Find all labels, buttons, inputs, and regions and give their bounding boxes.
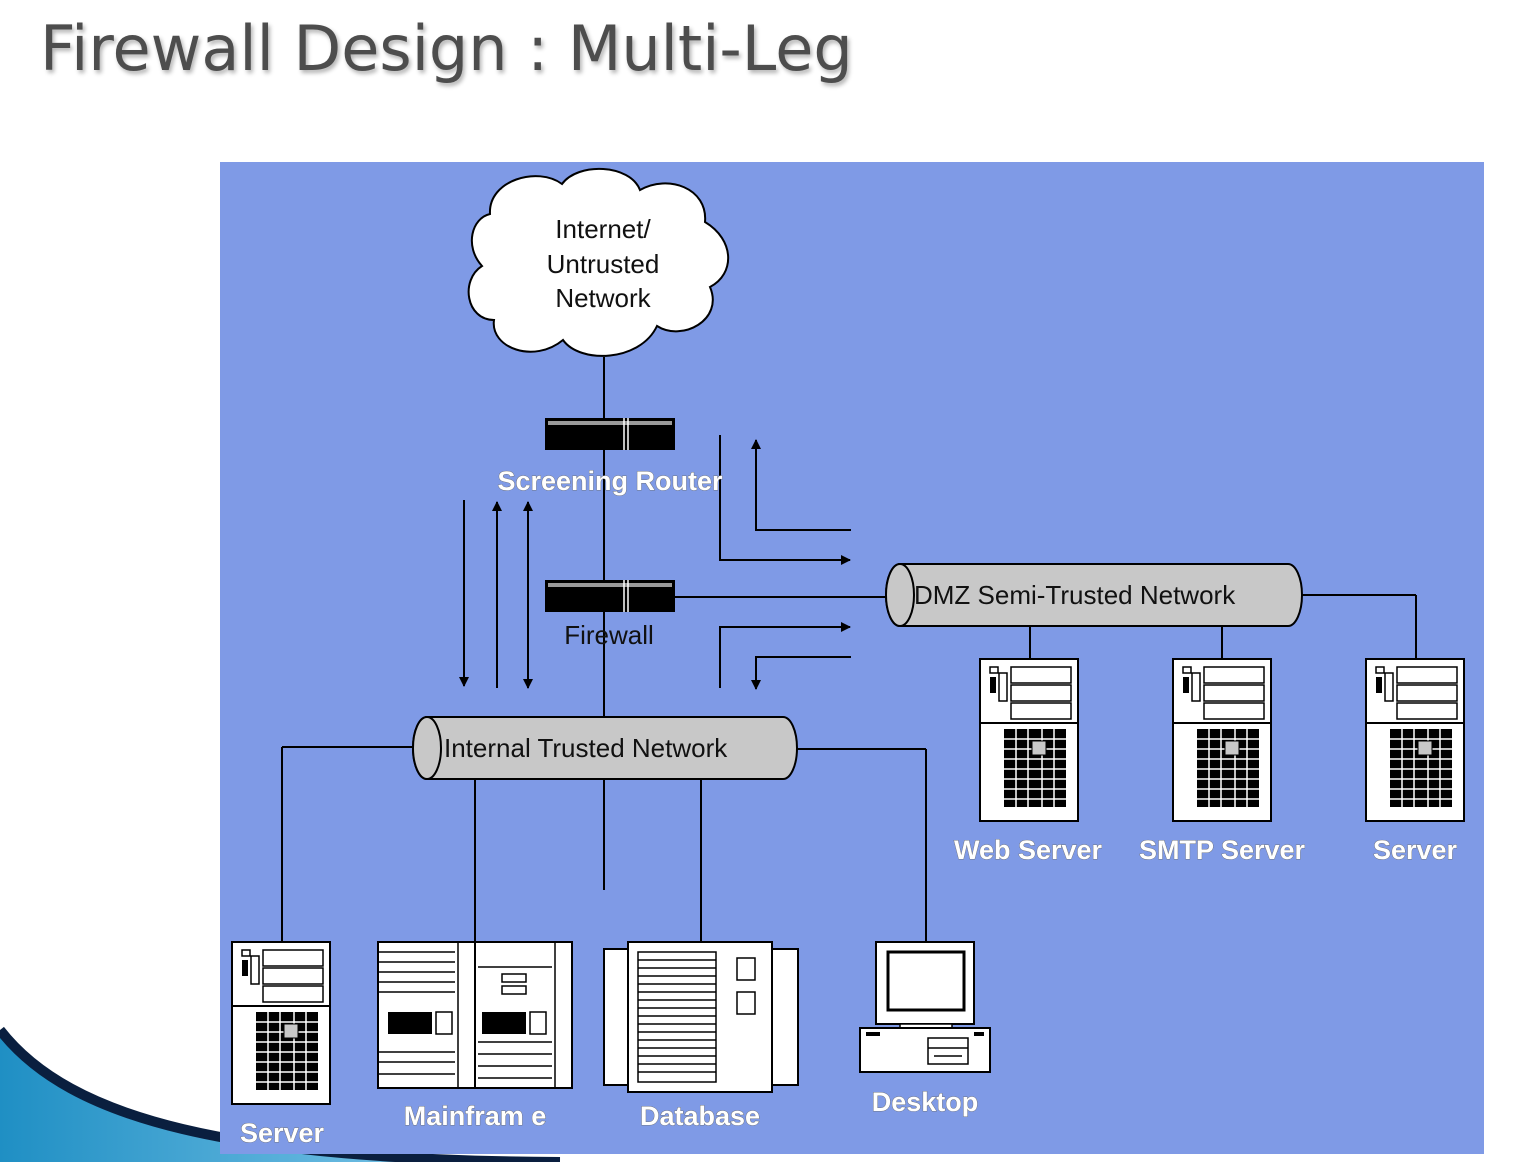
web-server-icon [979, 658, 1079, 822]
database-label: Database [640, 1101, 760, 1131]
firewall-label: Firewall [564, 620, 654, 650]
screening-router-icon [545, 418, 675, 450]
internet-cloud: Internet/ Untrusted Network [467, 167, 730, 357]
connection-lines [281, 357, 1417, 949]
internal-server-label: Server [240, 1118, 325, 1148]
screening-router-label: Screening Router [497, 466, 723, 496]
cloud-label-line-3: Network [555, 283, 651, 313]
smtp-server-icon [1172, 658, 1272, 822]
internal-server-icon [231, 941, 331, 1105]
diagram-canvas: Internet/ Untrusted Network Screening Ro… [231, 167, 1465, 1148]
desktop-label: Desktop [872, 1087, 979, 1117]
dmz-network-label: DMZ Semi-Trusted Network [914, 580, 1236, 610]
desktop-icon [859, 941, 991, 1073]
cloud-label-line-2: Untrusted [547, 249, 660, 279]
web-server-label: Web Server [954, 835, 1103, 865]
database-icon [603, 941, 799, 1093]
dmz-server-label: Server [1373, 835, 1458, 865]
dmz-network-pipe: DMZ Semi-Trusted Network [885, 563, 1303, 627]
internal-network-label: Internal Trusted Network [444, 733, 728, 763]
traffic-flow-arrows [459, 435, 851, 690]
slide-title: Firewall Design : Multi-Leg [40, 12, 853, 85]
mainframe-icon [377, 941, 573, 1089]
internal-network-pipe: Internal Trusted Network [412, 716, 798, 780]
corner-swoosh-decoration [0, 1026, 561, 1162]
smtp-server-label: SMTP Server [1139, 835, 1306, 865]
firewall-icon [545, 580, 675, 612]
network-diagram: Internet/ Untrusted Network Screening Ro… [220, 162, 1484, 1154]
mainframe-label: Mainfram e [404, 1101, 547, 1131]
dmz-server-icon [1365, 658, 1465, 822]
cloud-label-line-1: Internet/ [555, 214, 651, 244]
